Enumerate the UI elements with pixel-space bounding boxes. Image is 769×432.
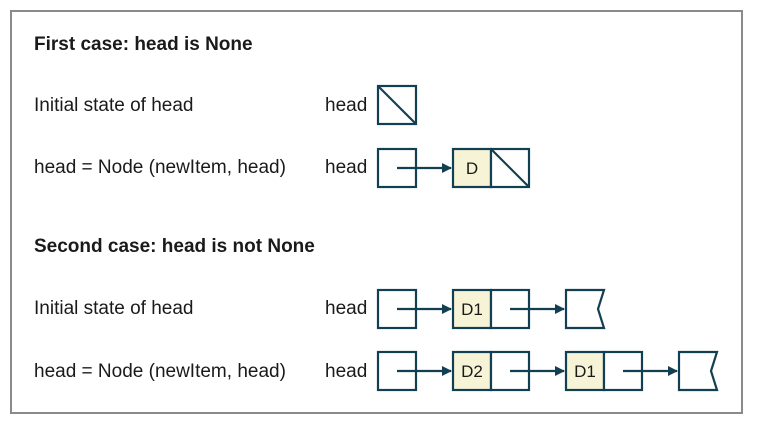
s1r2-head-pointer xyxy=(376,147,452,189)
section2-row2-label: head = Node (newItem, head) xyxy=(34,361,286,382)
section2-row2-var: head xyxy=(325,361,368,382)
s1r2-node-d-label: D xyxy=(466,159,478,178)
s2r1-rest-of-list-icon xyxy=(564,288,606,330)
section1-title: First case: head is None xyxy=(34,34,253,55)
s2r1-head-pointer xyxy=(376,288,452,330)
section1-row1-var: head xyxy=(325,95,368,116)
section2-row1-label: Initial state of head xyxy=(34,298,194,319)
section1-row1-label: Initial state of head xyxy=(34,95,194,116)
s1r2-node-d: D xyxy=(451,147,531,189)
section1-row2-var: head xyxy=(325,157,368,178)
section2-row1-var: head xyxy=(325,298,368,319)
s2r2-node-d1-label: D1 xyxy=(574,362,596,381)
s2r2-head-pointer xyxy=(376,350,452,392)
section2-title: Second case: head is not None xyxy=(34,236,315,257)
s1r1-head-pointer-null xyxy=(376,84,418,126)
s2r1-node-d1-label: D1 xyxy=(461,300,483,319)
s2r2-node-d2: D2 xyxy=(451,350,565,392)
s2r1-node-d1: D1 xyxy=(451,288,565,330)
s2r2-rest-of-list-icon xyxy=(677,350,719,392)
diagram-frame xyxy=(10,10,743,414)
s2r2-node-d2-label: D2 xyxy=(461,362,483,381)
s2r2-node-d1: D1 xyxy=(564,350,678,392)
section1-row2-label: head = Node (newItem, head) xyxy=(34,157,286,178)
